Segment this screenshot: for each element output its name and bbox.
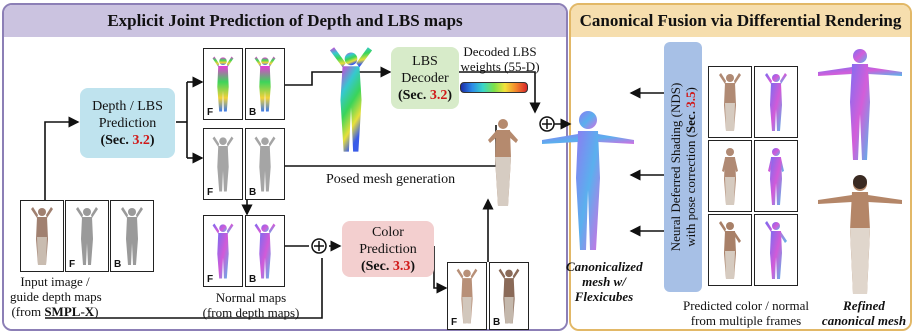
posed-mesh-label: Posed mesh generation bbox=[326, 172, 456, 187]
normal-map-front-frame: F bbox=[203, 215, 243, 287]
pred-normal-frame-1 bbox=[754, 66, 798, 138]
frame-tag-back: B bbox=[249, 187, 257, 198]
input-image-frame bbox=[20, 200, 64, 272]
refined-mesh-color bbox=[812, 170, 908, 298]
pred-normal-frame-3 bbox=[754, 214, 798, 286]
pred-color-frame-1 bbox=[708, 66, 752, 138]
frame-tag-back: B bbox=[114, 259, 122, 270]
guide-depth-front-frame: F bbox=[65, 200, 109, 272]
color-back-frame: B bbox=[489, 262, 529, 330]
normal-map-back-frame: B bbox=[245, 215, 285, 287]
lbs-decoder-ref: (Sec. 3.2) bbox=[397, 87, 453, 103]
lbs-map-back-frame: B bbox=[245, 48, 285, 120]
lbs-decoder-box: LBS Decoder (Sec. 3.2) bbox=[391, 47, 459, 109]
frame-tag-front: F bbox=[207, 274, 214, 285]
normal-maps-label: Normal maps(from depth maps) bbox=[202, 290, 300, 320]
depth-map-back-frame: B bbox=[245, 128, 285, 200]
lbs-decoder-line1: LBS bbox=[412, 53, 438, 69]
nds-line1: Neural Deferred Shading (NDS) bbox=[668, 82, 683, 252]
canonicalized-mesh bbox=[536, 98, 640, 258]
depth-map-front-frame: F bbox=[203, 128, 243, 200]
right-panel-title: Canonical Fusion via Differential Render… bbox=[571, 5, 910, 37]
depth-lbs-line2: Prediction bbox=[98, 115, 157, 131]
color-pred-line2: Prediction bbox=[359, 241, 417, 257]
depth-lbs-prediction-box: Depth / LBS Prediction (Sec. 3.2) bbox=[80, 88, 175, 158]
frame-tag-front: F bbox=[207, 187, 214, 198]
frame-tag-back: B bbox=[249, 274, 257, 285]
lbs-colorbar bbox=[460, 82, 528, 93]
frame-tag-front: F bbox=[69, 259, 76, 270]
color-front-frame: F bbox=[447, 262, 487, 330]
nds-box: Neural Deferred Shading (NDS) with pose … bbox=[664, 42, 702, 292]
lbs-colored-posed-mesh bbox=[318, 42, 384, 158]
frame-tag-front: F bbox=[207, 107, 214, 118]
depth-lbs-line1: Depth / LBS bbox=[92, 98, 163, 114]
refined-mesh-normal bbox=[812, 42, 908, 164]
lbs-map-front-frame: F bbox=[203, 48, 243, 120]
frame-tag-front: F bbox=[451, 317, 458, 328]
color-pred-ref: (Sec. 3.3) bbox=[360, 258, 416, 274]
guide-depth-back-frame: B bbox=[110, 200, 154, 272]
color-prediction-box: Color Prediction (Sec. 3.3) bbox=[342, 221, 434, 277]
color-pred-line1: Color bbox=[372, 224, 404, 240]
left-panel-title: Explicit Joint Prediction of Depth and L… bbox=[4, 5, 566, 37]
lbs-decoder-line2: Decoder bbox=[401, 70, 449, 86]
posed-textured-mesh bbox=[478, 112, 528, 212]
frame-tag-back: B bbox=[249, 107, 257, 118]
depth-lbs-ref: (Sec. 3.2) bbox=[100, 132, 155, 148]
pred-color-frame-2 bbox=[708, 140, 752, 212]
frame-tag-back: B bbox=[493, 317, 501, 328]
pred-color-frame-3 bbox=[708, 214, 752, 286]
input-label: Input image /guide depth maps (from SMPL… bbox=[10, 274, 102, 319]
pred-normal-frame-2 bbox=[754, 140, 798, 212]
nds-line2: with pose correction (Sec. 3.5) bbox=[683, 87, 698, 247]
